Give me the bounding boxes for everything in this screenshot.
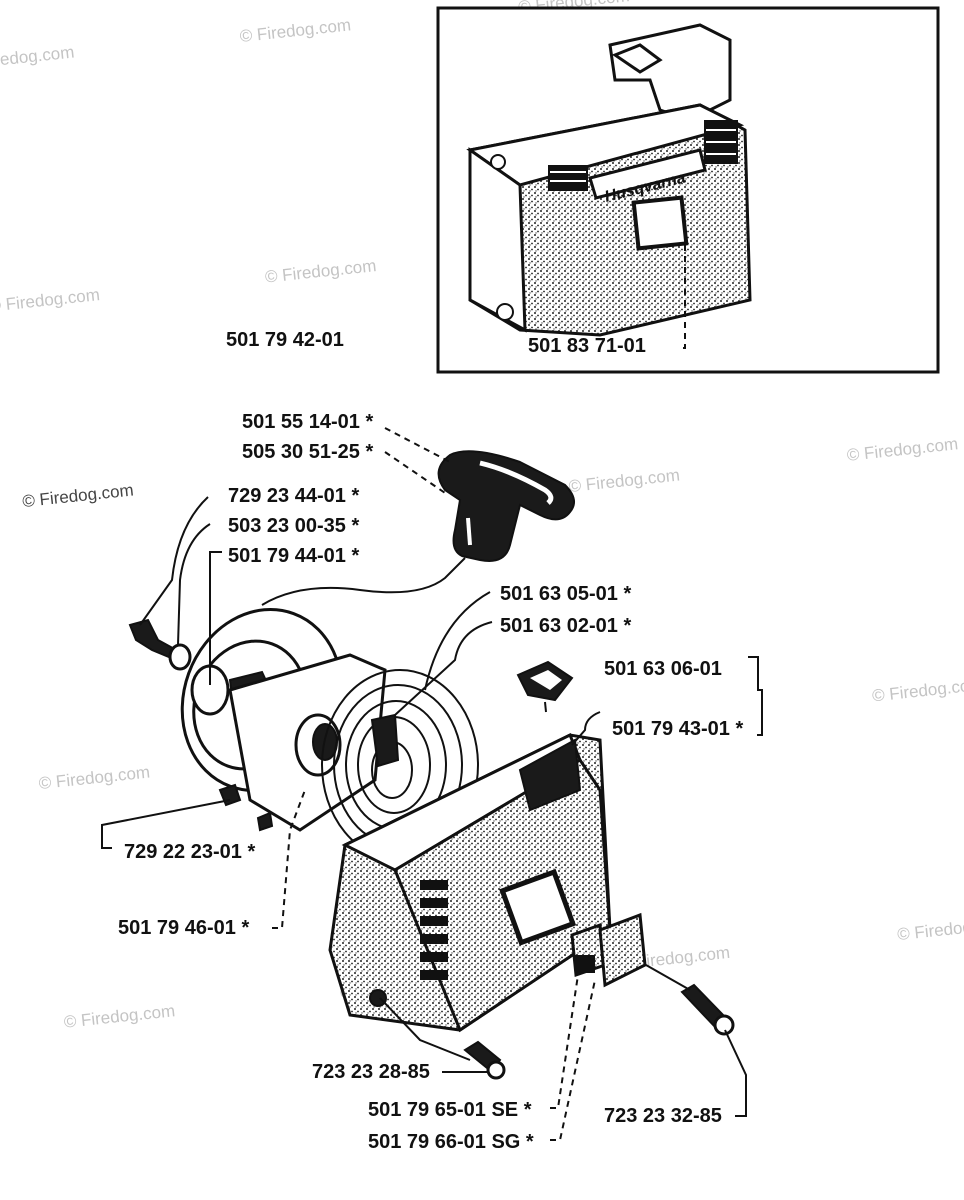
watermark: © Firedog.com bbox=[239, 15, 352, 46]
watermark-dark: © Firedog.com bbox=[21, 480, 134, 511]
part-label: 501 55 14-01 * bbox=[242, 411, 373, 433]
watermark: © Firedog.com bbox=[846, 434, 959, 465]
starter-handle bbox=[261, 450, 575, 606]
part-label: 501 79 65-01 SE * bbox=[368, 1099, 532, 1121]
screw-723-23-28 bbox=[463, 1040, 506, 1080]
housing-vents bbox=[420, 880, 448, 980]
part-label: 729 23 44-01 * bbox=[228, 485, 359, 507]
part-label: 723 23 32-85 bbox=[604, 1105, 722, 1127]
part-label: 501 63 02-01 * bbox=[500, 615, 631, 637]
part-label: 729 22 23-01 * bbox=[124, 841, 255, 863]
washer bbox=[168, 643, 192, 671]
inset-part-number: 501 83 71-01 bbox=[528, 335, 646, 357]
watermark: © Firedog.com bbox=[63, 1001, 176, 1032]
assembly-part-number: 501 79 42-01 bbox=[226, 329, 344, 351]
watermark: © Firedog.com bbox=[38, 762, 151, 793]
part-label: 503 23 00-35 * bbox=[228, 515, 359, 537]
watermark: © Firedog.com bbox=[568, 465, 681, 496]
part-labels: 501 55 14-01 * 505 30 51-25 * 729 23 44-… bbox=[118, 411, 743, 1153]
watermark: © Firedog.com bbox=[871, 675, 964, 706]
screw-723-23-32 bbox=[680, 983, 735, 1036]
cover-vents bbox=[548, 120, 738, 191]
starter-housing bbox=[328, 732, 612, 1033]
part-label: 501 79 66-01 SG * bbox=[368, 1131, 534, 1153]
part-label: 501 79 44-01 * bbox=[228, 545, 359, 567]
part-label: 723 23 28-85 bbox=[312, 1061, 430, 1083]
part-label: 501 63 05-01 * bbox=[500, 583, 631, 605]
screw-729-22-23 bbox=[218, 783, 274, 832]
part-label: 505 30 51-25 * bbox=[242, 441, 373, 463]
watermark: © Firedog.com bbox=[0, 285, 101, 316]
inset-cover-box: Husqvarna 501 83 71-01 bbox=[436, 6, 940, 374]
part-label: 501 79 43-01 * bbox=[612, 718, 743, 740]
watermark: © Firedog.com bbox=[0, 42, 75, 73]
leader-lines bbox=[101, 427, 763, 1141]
spring-housing bbox=[228, 653, 387, 832]
side-plates bbox=[570, 912, 647, 988]
watermark: © Firedog.com bbox=[264, 256, 377, 287]
part-label: 501 63 06-01 bbox=[604, 658, 722, 680]
filter-cap bbox=[516, 660, 574, 713]
watermark: © Firedog.com bbox=[896, 914, 964, 945]
part-label: 501 79 46-01 * bbox=[118, 917, 249, 939]
